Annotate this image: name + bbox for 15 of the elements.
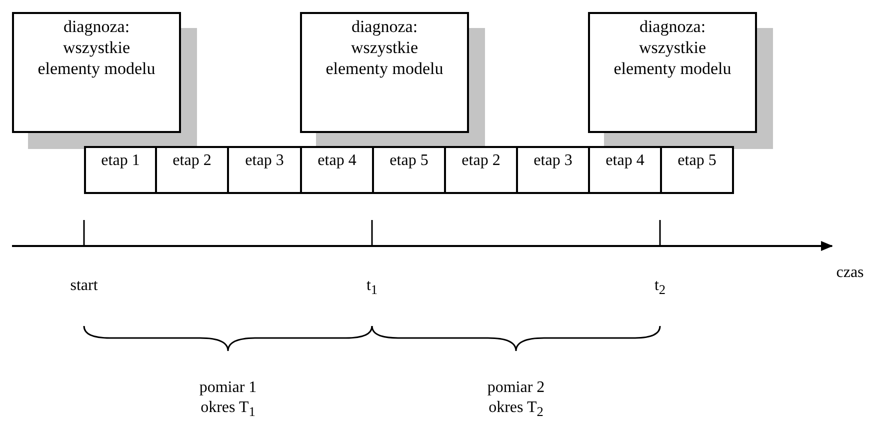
stage-box: etap 5 bbox=[660, 146, 734, 194]
stage-box: etap 2 bbox=[444, 146, 518, 194]
stage-box: etap 5 bbox=[372, 146, 446, 194]
period-label: pomiar 2 okres T$_{2}$ bbox=[486, 378, 546, 422]
stage-box: etap 4 bbox=[588, 146, 662, 194]
stage-box: etap 3 bbox=[227, 146, 302, 194]
stage-box: etap 3 bbox=[516, 146, 590, 194]
time-point-label: t$_{1}$ bbox=[365, 276, 379, 300]
axis-label: czas bbox=[835, 263, 865, 283]
time-point-label: start bbox=[69, 276, 99, 296]
time-point-label: t$_{2}$ bbox=[653, 276, 667, 300]
period-label: pomiar 1 okres T$_{1}$ bbox=[198, 378, 258, 422]
stage-box: etap 1 bbox=[84, 146, 157, 194]
stage-box: etap 4 bbox=[300, 146, 374, 194]
stage-box: etap 2 bbox=[155, 146, 229, 194]
